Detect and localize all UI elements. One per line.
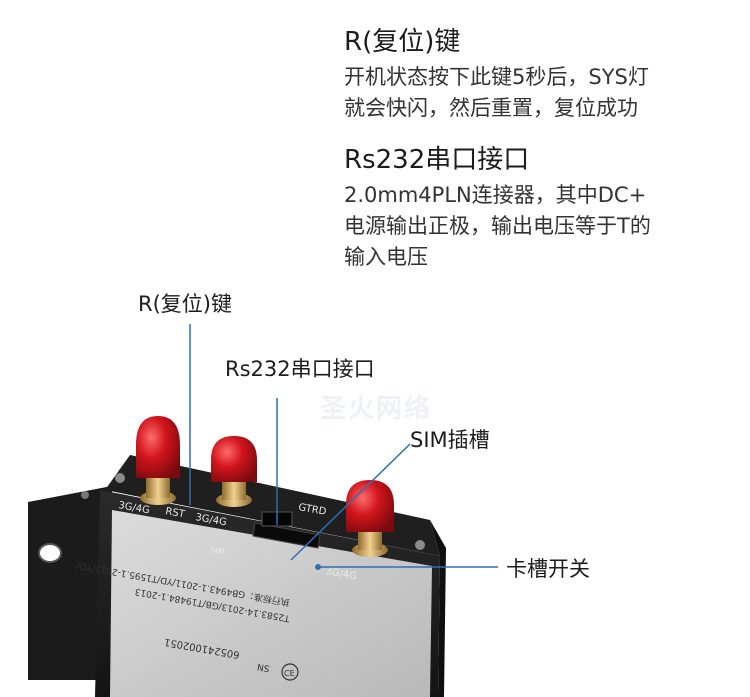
antenna-2 [211, 436, 257, 507]
antenna-3 [346, 480, 394, 557]
svg-text:CE: CE [284, 669, 295, 678]
gtrd-label: GTRD [297, 502, 327, 518]
sim-label: SIM [210, 545, 226, 556]
rst-label: RST [164, 506, 186, 520]
switch-callout-dot [315, 564, 321, 570]
reset-section-title: R(复位)键 [344, 27, 461, 57]
screw [115, 473, 125, 483]
antenna-2-label: 3G/4G [194, 512, 227, 528]
watermark-text: 圣火网络 [320, 394, 433, 424]
device-label-sticker [110, 510, 432, 697]
antenna-1 [136, 416, 180, 505]
antenna-1-label: 3G/4G [117, 500, 150, 516]
serial-desc-line-2: 电源输出正极，输出电压等于T的 [344, 214, 651, 238]
flange-hole [38, 543, 62, 563]
antenna-3-label: 3G/4G [324, 566, 357, 582]
screw [415, 540, 425, 550]
mounting-flange [28, 486, 112, 680]
serial-desc-line-1: 2.0mm4PLN连接器，其中DC+ [344, 183, 647, 207]
label-line-4: SN [257, 661, 271, 673]
serial-section-title: Rs232串口接口 [344, 145, 530, 175]
callout-serial-label: Rs232串口接口 [225, 357, 375, 381]
sim-slot [252, 522, 321, 549]
ce-mark [281, 663, 299, 681]
reset-desc-line-1: 开机状态按下此键5秒后，SYS灯 [344, 65, 649, 89]
screw [81, 491, 89, 499]
callout-sim-label: SIM插槽 [410, 428, 490, 452]
reset-desc-line-2: 就会快闪，然后重置，复位成功 [344, 96, 638, 120]
serial-desc-line-3: 输入电压 [344, 245, 428, 269]
sim-callout-line [290, 443, 411, 561]
callout-switch-label: 卡槽开关 [506, 557, 590, 581]
callout-reset-label: R(复位)键 [138, 292, 232, 316]
